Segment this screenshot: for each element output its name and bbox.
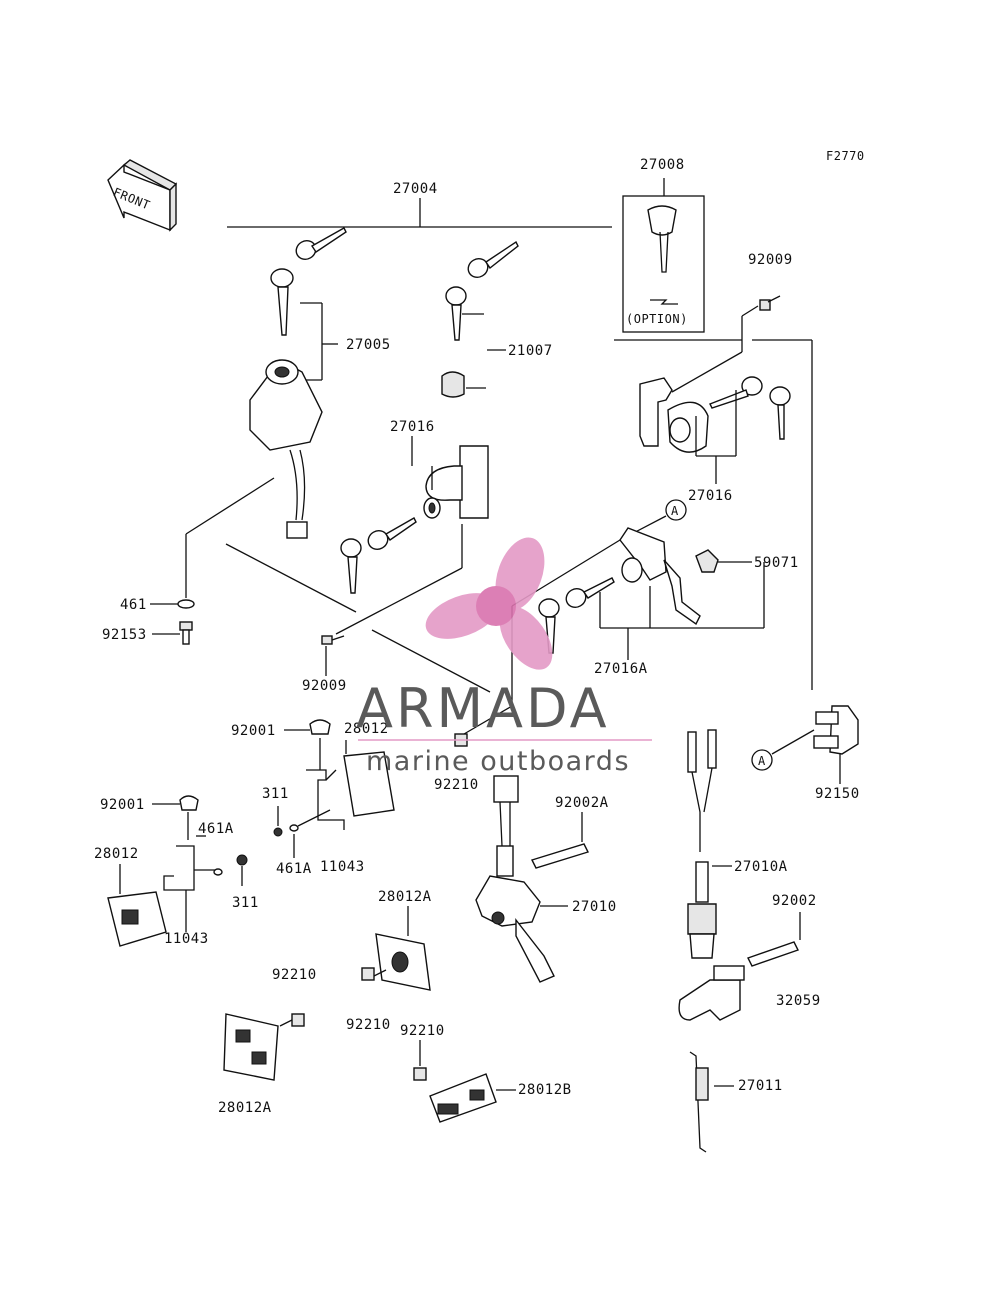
part-11043-left: 11043 <box>164 931 209 947</box>
part-92210-low2: 92210 <box>400 1023 445 1039</box>
part-28012A-low: 28012A <box>218 1100 272 1116</box>
part-28012-left: 28012 <box>94 846 139 862</box>
nut-311-left-icon <box>236 854 248 866</box>
figure-code: F2770 <box>826 149 865 163</box>
part-27004: 27004 <box>393 181 438 197</box>
part-28012A-mid: 28012A <box>378 889 432 905</box>
part-92210-low1: 92210 <box>346 1017 391 1033</box>
part-27011: 27011 <box>738 1078 783 1094</box>
option-label: (OPTION) <box>626 312 688 326</box>
lock-27016A-icon <box>619 527 701 626</box>
part-92150: 92150 <box>815 786 860 802</box>
key-set-27016-right-icon <box>709 376 791 440</box>
grommet-92001-mid-icon <box>309 719 331 735</box>
bolt-92002-icon <box>747 941 799 967</box>
part-11043-mid: 11043 <box>320 859 365 875</box>
watermark-name: ARMADA <box>356 677 610 740</box>
part-461A-mid: 461A <box>276 861 312 877</box>
part-92153: 92153 <box>102 627 147 643</box>
part-92210-left: 92210 <box>272 967 317 983</box>
watermark-propeller-icon <box>425 537 553 670</box>
clip-59071-icon <box>695 549 719 573</box>
washer-461-icon <box>177 599 195 609</box>
bolt-92153-icon <box>179 621 193 645</box>
part-27016A: 27016A <box>594 661 648 677</box>
part-27010: 27010 <box>572 899 617 915</box>
key-set-27005-icon <box>270 227 347 381</box>
nut-311-mid-icon <box>273 827 283 837</box>
reflector-28012B-icon <box>429 1073 497 1123</box>
part-27016-right: 27016 <box>688 488 733 504</box>
nut-92210-low1-icon <box>291 1013 305 1027</box>
part-28012B: 28012B <box>518 1082 572 1098</box>
part-28012-mid: 28012 <box>344 721 389 737</box>
bolt-92009-mid-icon <box>321 635 345 645</box>
seat-lock-27016-icon <box>423 445 489 519</box>
bracket-11043-mid-icon <box>306 769 345 830</box>
part-92001-left: 92001 <box>100 797 145 813</box>
part-92210-mid: 92210 <box>434 777 479 793</box>
part-311-mid: 311 <box>262 786 289 802</box>
part-27005: 27005 <box>346 337 391 353</box>
part-21007: 21007 <box>508 343 553 359</box>
watermark-tagline: marine outboards <box>366 746 631 777</box>
part-27010A: 27010A <box>734 859 788 875</box>
callout-a-top <box>665 499 687 521</box>
part-92009-mid: 92009 <box>302 678 347 694</box>
nut-92210-low2-icon <box>413 1067 427 1081</box>
part-311-left: 311 <box>232 895 259 911</box>
reflector-28012A-mid-icon <box>375 933 431 991</box>
grommet-92001-left-icon <box>179 795 199 811</box>
part-461A-left: 461A <box>198 821 234 837</box>
front-arrow-icon <box>107 159 178 232</box>
part-92001-mid: 92001 <box>231 723 276 739</box>
bolts-92150-icon <box>813 705 859 755</box>
option-key-box <box>622 178 705 333</box>
bracket-11043-left-icon <box>163 845 220 891</box>
part-92002: 92002 <box>772 893 817 909</box>
reflector-28012-left-icon <box>107 891 167 947</box>
callout-a-top-label: A <box>671 504 679 518</box>
part-27008: 27008 <box>640 157 685 173</box>
callout-a-bottom-label: A <box>758 754 766 768</box>
helmet-lock-27016-icon <box>639 377 709 453</box>
nut-92210-left-icon <box>361 967 375 981</box>
part-92009-top: 92009 <box>748 252 793 268</box>
callout-a-bottom <box>751 749 773 771</box>
key-set-27016-center-icon <box>340 517 417 594</box>
cable-27011-icon <box>689 1051 709 1153</box>
part-92002A: 92002A <box>555 795 609 811</box>
bracket-32059-icon <box>678 965 745 1021</box>
bolt-92009-top-icon <box>759 295 781 311</box>
part-59071: 59071 <box>754 555 799 571</box>
bolt-92002A-icon <box>531 843 589 869</box>
reflector-28012A-low-icon <box>223 1013 279 1081</box>
part-32059: 32059 <box>776 993 821 1009</box>
switch-27010-icon <box>475 845 555 983</box>
ignition-switch-27005-icon <box>185 359 323 598</box>
part-461: 461 <box>120 597 147 613</box>
key-set-27016A-icon <box>538 577 615 654</box>
key-set-21007-icon <box>445 240 519 341</box>
cap-21007-icon <box>441 371 465 398</box>
reflector-28012-mid-icon <box>343 740 395 817</box>
cable-27010A-icon <box>687 729 717 959</box>
part-27016-center: 27016 <box>390 419 435 435</box>
connector-27010-icon <box>493 775 519 847</box>
